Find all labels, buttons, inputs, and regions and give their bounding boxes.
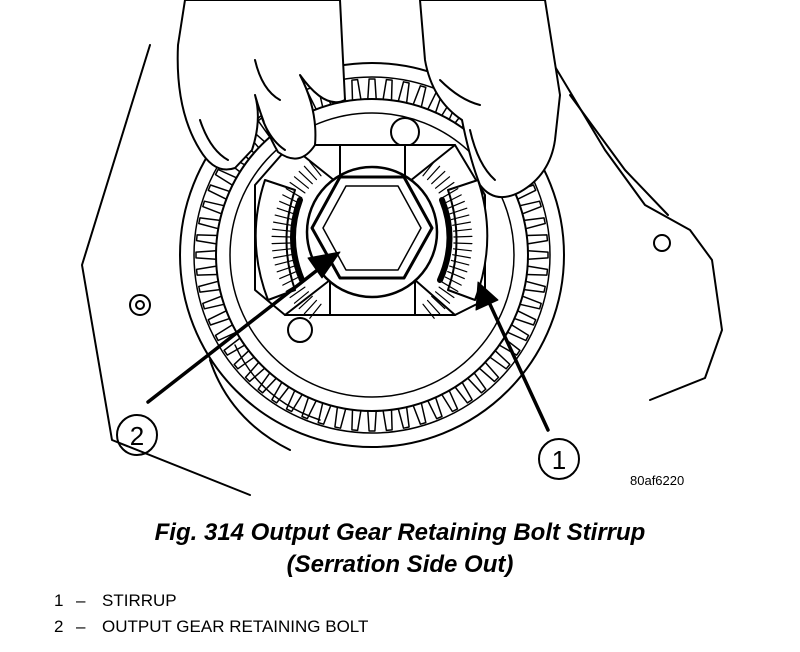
housing-bolt-hole [129,294,151,316]
callout-arrow-2 [146,251,341,404]
gear-teeth [195,78,549,432]
legend-separator: – [76,591,86,610]
legend-separator: – [76,617,86,636]
legend-item: 1 – STIRRUP [54,588,368,614]
callout-1-label: 1 [552,445,566,475]
stirrup-serrations [271,161,473,319]
hand [176,0,561,199]
figure-caption: Fig. 314 Output Gear Retaining Bolt Stir… [154,519,646,546]
legend: 1 – STIRRUP 2 – OUTPUT GEAR RETAINING BO… [54,588,368,640]
housing-bolt-hole [653,234,671,252]
legend-number: 2 [54,617,64,636]
legend-label: STIRRUP [102,591,177,610]
callout-2: 2 [116,414,158,456]
retaining-bolt-head [305,165,439,299]
legend-item: 2 – OUTPUT GEAR RETAINING BOLT [54,614,368,640]
legend-number: 1 [54,591,64,610]
callout-2-label: 2 [130,421,144,451]
callout-1: 1 [538,438,580,480]
figure-id: 80af6220 [630,473,685,488]
figure-caption-subtitle: (Serration Side Out) [286,551,514,578]
callout-arrow-1 [475,281,550,432]
legend-label: OUTPUT GEAR RETAINING BOLT [102,617,369,636]
stirrup-illustration: 2 1 [81,0,723,496]
output-gear [179,62,565,451]
housing-outline [81,44,723,496]
